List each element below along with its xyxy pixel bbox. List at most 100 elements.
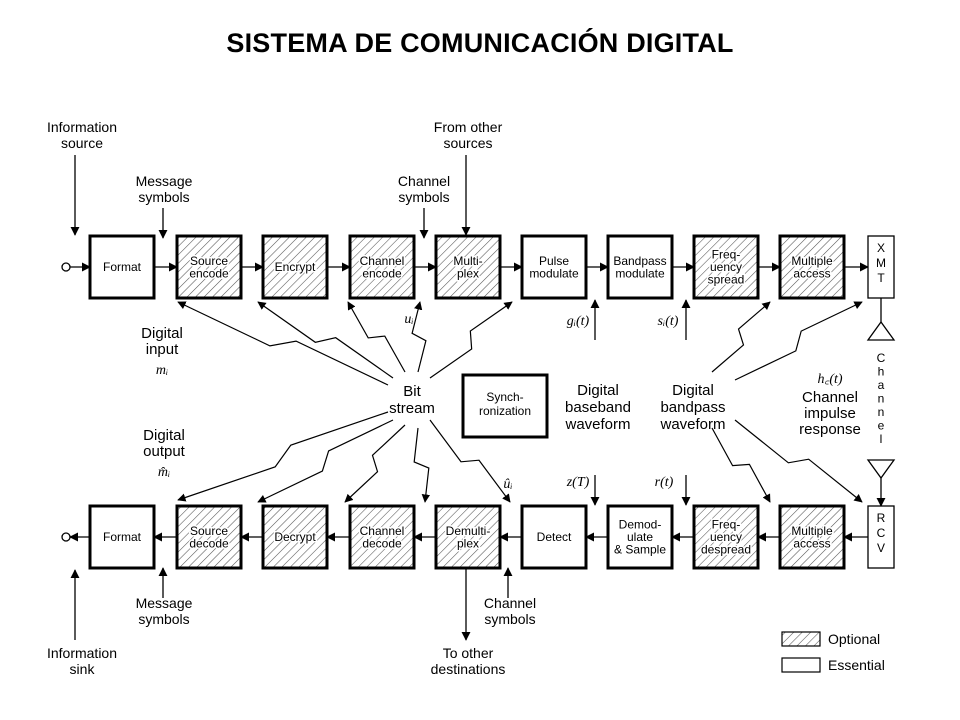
hatch-fill [436,506,500,568]
block-label: plex [457,266,479,280]
block-border [261,504,329,570]
block-border [434,234,502,300]
message-symbols-label: symbols [138,189,189,205]
block-border [606,234,674,300]
hatch-fill [263,506,327,568]
channel-impulse-label: impulse [804,405,856,422]
bolt-source-encode [177,301,389,386]
block-border [175,504,243,570]
channel-letter: l [880,432,883,446]
connection-lines [61,155,886,641]
block-label: ulate [627,530,653,544]
block-label: Multiple [791,524,833,538]
block-label: despread [701,543,751,557]
u-hat-i-symbol: ûᵢ [503,477,512,492]
legend-optional-label: Optional [828,631,880,647]
block-label: Format [103,260,142,274]
rx-block-6: Demod-ulate& Sample [606,504,674,570]
to-other-destinations-label: To other [443,645,494,661]
rx-block-4: Demulti-plex [434,504,502,570]
block-label: access [793,266,830,280]
channel-symbols-label: symbols [398,189,449,205]
block-label: Demod- [619,518,662,532]
output-terminal [61,532,71,542]
bolt-source-decode [177,411,389,502]
digital-input-symbol: mᵢ [156,363,168,378]
block-label: encode [189,266,229,280]
digital-baseband-label: Digital [577,382,619,399]
rx-block-0: Format [88,504,156,570]
block-label: Freq- [712,518,741,532]
block-border [778,504,846,570]
bolt-detect [429,419,511,503]
digital-output-label: Digital [143,427,185,444]
block-border [520,504,588,570]
hatch-fill [780,236,844,298]
page-title: SISTEMA DE COMUNICACIÓN DIGITAL [226,28,734,58]
hatch-fill [780,506,844,568]
info-source-label: Information [47,119,117,135]
channel-letter: n [878,392,885,406]
message-symbols-label: Message [136,173,193,189]
bolt-pulse-modulate [429,301,513,379]
xmt-block [867,235,895,299]
legend-essential-swatch [781,657,821,673]
block-label: Channel [360,524,405,538]
block-label: access [793,536,830,550]
block-label: Encrypt [275,260,316,274]
info-source-label: source [61,135,103,151]
to-other-destinations-label: destinations [431,661,506,677]
block-label: Multi- [453,254,482,268]
rcv-block [867,505,895,569]
hatch-fill [694,236,758,298]
receive-antenna-icon [866,459,896,480]
channel-letter: C [877,351,886,365]
synchronization-block [461,373,549,439]
h-c-symbol: h꜀(t) [817,372,842,387]
hatch-fill [694,506,758,568]
xmt-letter: T [877,271,885,285]
block-border [348,504,416,570]
bolt-encrypt [257,301,394,379]
digital-output-label: output [143,443,186,460]
from-other-sources-label: From other [434,119,503,135]
digital-input-label: input [146,341,179,358]
s-i-symbol: sᵢ(t) [658,314,679,329]
g-i-symbol: gᵢ(t) [567,314,590,329]
channel-letter: n [878,405,885,419]
u-i-symbol: uᵢ [404,312,413,327]
bolt-spread [711,301,771,373]
z-t-symbol: z(T) [566,475,590,490]
bolt-despread [711,427,771,503]
rcv-letter: V [877,541,885,555]
block-label: Source [190,524,228,538]
digital-bandpass-label: bandpass [660,399,725,416]
sync-label: Synch- [486,390,523,404]
digital-bandpass-label: Digital [672,382,714,399]
digital-baseband-label: waveform [564,416,630,433]
r-t-symbol: r(t) [655,475,674,490]
channel-symbols-bottom-label: symbols [484,611,535,627]
block-border [348,234,416,300]
input-terminal [61,262,71,272]
block-border [692,504,760,570]
block-border [520,234,588,300]
channel-symbols-label: Channel [398,173,450,189]
block-label: Pulse [539,254,569,268]
digital-baseband-label: baseband [565,399,631,416]
hatch-fill [177,506,241,568]
block-border [88,504,156,570]
hatch-fill [350,506,414,568]
channel-letter: a [878,378,885,392]
